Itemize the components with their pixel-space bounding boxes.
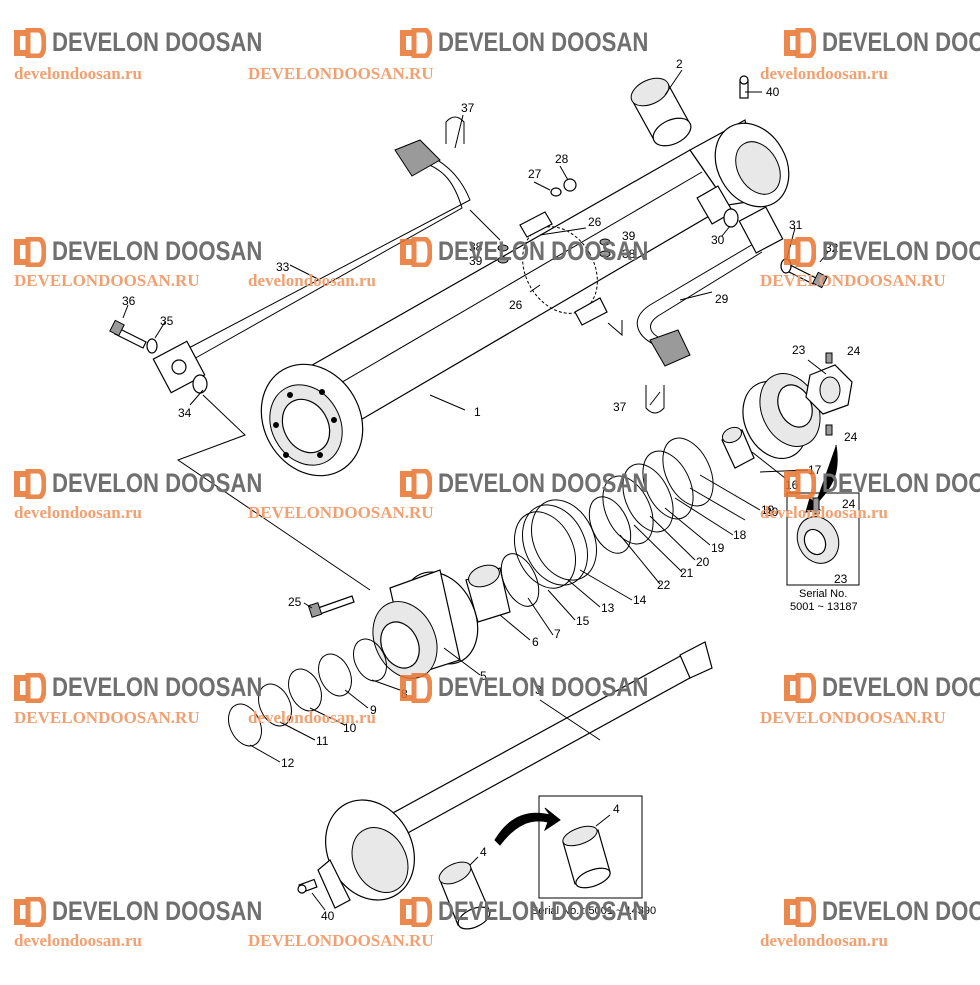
washer-39-right (599, 238, 611, 246)
piston-rod (317, 641, 713, 909)
callout-15: 15 (576, 614, 590, 628)
callout-21: 21 (680, 566, 694, 580)
inset-nut (786, 492, 860, 586)
callout-5: 5 (480, 669, 487, 683)
inset-nut-serial-label: Serial No. (799, 588, 847, 600)
washer-35 (146, 338, 158, 354)
callout-6: 6 (532, 635, 539, 649)
callout-27: 27 (528, 167, 542, 181)
callout-26-top: 26 (588, 215, 602, 229)
callout-7: 7 (554, 627, 561, 641)
o-ring-34 (192, 374, 208, 394)
callout-35: 35 (160, 314, 174, 328)
grease-nipple-bottom (297, 878, 318, 894)
callout-33: 33 (276, 260, 290, 274)
callout-4-inset: 4 (613, 802, 620, 816)
callout-29: 29 (715, 292, 729, 306)
set-screw-24-bottom (825, 424, 833, 436)
bolt-28 (563, 178, 577, 192)
nut-23 (805, 364, 853, 415)
arrow-to-inset (805, 444, 838, 513)
callout-8: 8 (401, 687, 408, 701)
callout-19a: 19 (761, 503, 775, 517)
callout-30: 30 (711, 233, 725, 247)
seal-stack-piston (588, 426, 755, 554)
callout-37-bottom: 37 (613, 400, 627, 414)
u-bolt-top (445, 116, 465, 144)
bolt-36 (109, 319, 147, 349)
set-screw-24-top (825, 352, 833, 364)
callout-25: 25 (288, 595, 302, 609)
callout-39-right: 39 (622, 229, 636, 243)
callout-1: 1 (474, 405, 481, 419)
pipe-29 (637, 206, 784, 367)
washer-38-right (599, 250, 611, 258)
callout-9: 9 (370, 703, 377, 717)
callout-18: 18 (733, 528, 747, 542)
o-ring-30 (723, 208, 739, 228)
clamp-band (519, 211, 608, 326)
bushing-2 (630, 77, 692, 147)
callout-2: 2 (676, 57, 683, 71)
inset-bushing (538, 795, 643, 899)
arrow-to-bushing-inset (494, 807, 561, 846)
callout-28: 28 (555, 152, 569, 166)
callout-11: 11 (316, 734, 329, 748)
callout-38-left: 38 (469, 240, 483, 254)
callout-31: 31 (789, 218, 803, 232)
callout-24-top: 24 (847, 344, 861, 358)
callout-20b: 20 (696, 555, 710, 569)
callout-4-bottom: 4 (480, 845, 487, 859)
u-bolt-bottom (645, 385, 665, 414)
bolt-32 (786, 264, 828, 289)
bolt-25 (307, 595, 355, 618)
callout-40-top: 40 (766, 85, 780, 99)
callout-10: 10 (343, 721, 357, 735)
inset-nut-serial-range: 5001 ~ 13187 (790, 601, 858, 613)
callout-23-inset: 23 (834, 572, 848, 586)
callout-20a: 20 (765, 505, 779, 519)
grease-nipple-top (739, 75, 749, 99)
leader-lines (122, 69, 829, 911)
washer-39-left (497, 256, 509, 264)
callout-13: 13 (601, 601, 615, 615)
cylinder-tube (260, 119, 790, 477)
callout-22: 22 (657, 578, 671, 592)
callout-32: 32 (825, 241, 839, 255)
callout-24-inset: 24 (842, 497, 856, 511)
callout-37-top: 37 (461, 101, 475, 115)
seal-stack-rod-cover (228, 499, 597, 747)
washer-38-left (497, 244, 509, 252)
callout-23-top: 23 (792, 343, 806, 357)
callout-17: 17 (808, 463, 822, 477)
nut-27 (550, 187, 562, 197)
pipe-33 (152, 139, 471, 394)
callout-19b: 19 (711, 541, 725, 555)
washer-31 (780, 258, 792, 274)
bushing-4 (438, 861, 491, 930)
callout-14: 14 (633, 593, 647, 607)
callout-39-left: 39 (469, 254, 483, 268)
callout-3: 3 (535, 683, 542, 697)
callout-26-left: 26 (509, 298, 523, 312)
rod-cover (372, 569, 479, 679)
callout-16: 16 (785, 478, 799, 492)
callout-40-bottom: 40 (321, 909, 335, 923)
callout-24-bottom: 24 (844, 430, 858, 444)
inset-bushing-serial: Serial No. : 5001 ~ 14390 (531, 905, 656, 917)
callout-12: 12 (281, 756, 295, 770)
callout-36: 36 (122, 294, 136, 308)
callout-38-right: 38 (622, 247, 636, 261)
callout-34: 34 (178, 406, 192, 420)
